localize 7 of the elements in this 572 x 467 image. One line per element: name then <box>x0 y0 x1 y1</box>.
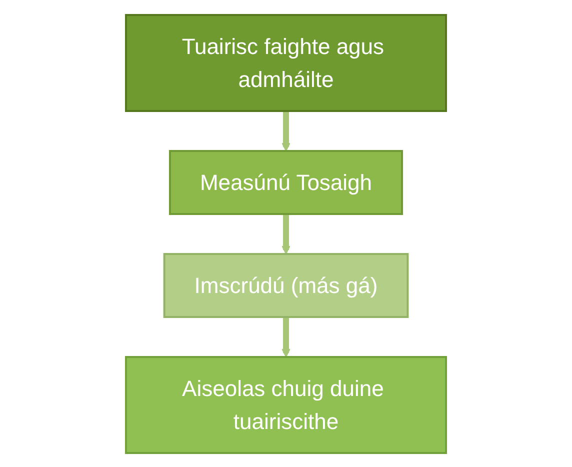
node-box: Measúnú Tosaigh <box>168 150 404 214</box>
arrow <box>282 214 290 254</box>
arrow <box>282 110 290 151</box>
node-box: Imscrúdú (más gá) <box>163 252 409 318</box>
node-box: Aiseolas chuig duine tuairiscithe <box>125 356 447 454</box>
arrow <box>282 316 290 357</box>
node-box: Tuairisc faighte agus admháilte <box>125 14 447 112</box>
